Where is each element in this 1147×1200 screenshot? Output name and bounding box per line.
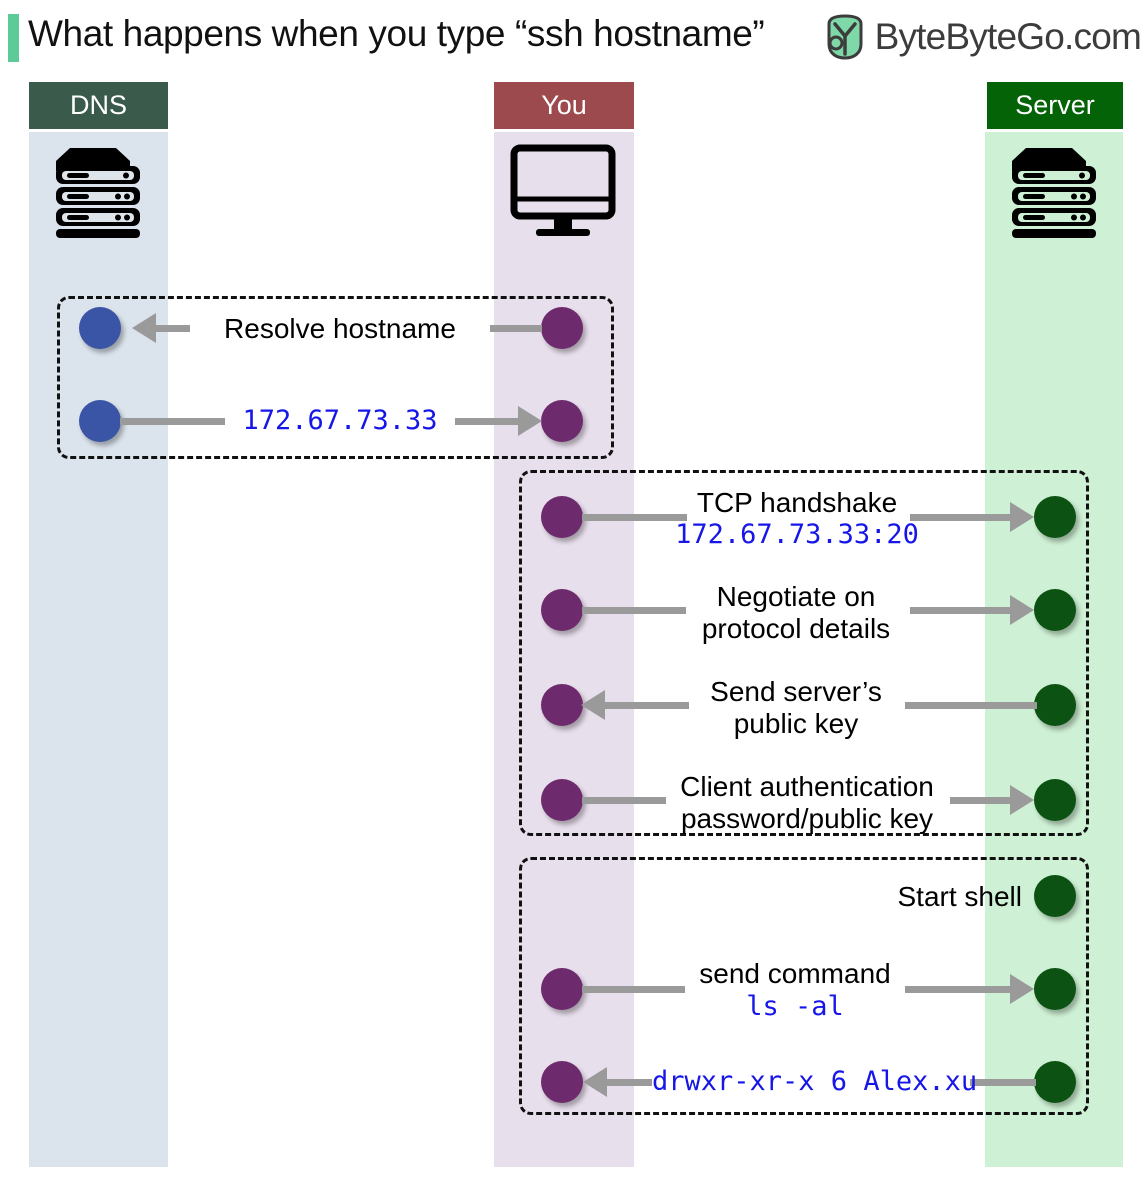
title-accent-bar	[8, 14, 19, 62]
connector-publickey-right	[905, 702, 1037, 709]
label-resolve-hostname: Resolve hostname	[190, 313, 490, 344]
server-rack-icon-server	[1004, 140, 1105, 245]
bytebytego-logo-icon	[827, 14, 863, 60]
connector-tcp-left	[582, 514, 687, 521]
connector-sendcommand-right	[905, 986, 1012, 993]
lane-header-dns: DNS	[29, 82, 168, 129]
dot-server-startshell	[1034, 875, 1076, 917]
dot-server-clientauth	[1034, 779, 1076, 821]
dot-you-tcp	[541, 496, 583, 538]
shell-session-group	[519, 857, 1089, 1115]
connector-negotiate-left	[582, 607, 686, 614]
dot-you-resolve	[541, 307, 583, 349]
arrowhead-right-sendcommand	[1010, 974, 1034, 1004]
dot-server-sendcommand	[1034, 968, 1076, 1010]
dot-you-publickey	[541, 684, 583, 726]
server-rack-icon-dns	[48, 140, 149, 245]
connector-output-right	[970, 1079, 1036, 1086]
label-command-output: drwxr-xr-x 6 Alex.xu	[652, 1066, 978, 1097]
dot-you-answer	[541, 400, 583, 442]
arrowhead-right-clientauth	[1010, 785, 1034, 815]
label-send-command-mono: ls -al	[746, 991, 844, 1022]
lane-header-server: Server	[987, 82, 1123, 129]
ssh-connection-group	[519, 470, 1089, 836]
label-start-shell: Start shell	[897, 881, 1023, 912]
dot-dns-answer	[79, 400, 121, 442]
label-negotiate-line2: protocol details	[701, 613, 891, 644]
dot-server-publickey	[1034, 684, 1076, 726]
arrowhead-left-resolve	[132, 313, 156, 343]
connector-output-left	[607, 1079, 652, 1086]
dot-you-output	[541, 1061, 583, 1103]
label-send-command: send command	[699, 958, 891, 989]
dot-you-sendcommand	[541, 968, 583, 1010]
label-tcp-handshake: TCP handshake	[696, 487, 898, 518]
label-dns-answer-ip: 172.67.73.33	[225, 405, 455, 436]
label-clientauth-line1: Client authentication	[680, 771, 934, 802]
page-title: What happens when you type “ssh hostname…	[28, 13, 765, 54]
dot-server-tcp	[1034, 496, 1076, 538]
dot-you-negotiate	[541, 589, 583, 631]
label-tcp-address: 172.67.73.33:20	[675, 519, 919, 550]
connector-negotiate-right	[910, 607, 1012, 614]
connector-clientauth-left	[582, 797, 666, 804]
connector-publickey-left	[605, 702, 689, 709]
arrowhead-right-dns-answer	[518, 406, 542, 436]
label-clientauth-line2: password/public key	[680, 803, 934, 834]
connector-clientauth-right	[950, 797, 1012, 804]
label-publickey-line2: public key	[733, 708, 859, 739]
arrowhead-right-negotiate	[1010, 595, 1034, 625]
dot-dns-resolve	[79, 307, 121, 349]
label-negotiate-line1: Negotiate on	[716, 581, 876, 612]
arrowhead-left-publickey	[581, 690, 605, 720]
brand-name: ByteByteGo.com	[874, 16, 1142, 57]
label-publickey-line1: Send server’s	[710, 676, 882, 707]
dot-server-output	[1034, 1061, 1076, 1103]
desktop-monitor-icon-you	[508, 142, 618, 247]
brand-logo: ByteByteGo.com	[825, 14, 1142, 60]
connector-sendcommand-left	[582, 986, 685, 993]
dot-server-negotiate	[1034, 589, 1076, 631]
lane-dns	[29, 132, 168, 1167]
arrowhead-left-output	[583, 1067, 607, 1097]
dot-you-clientauth	[541, 779, 583, 821]
lane-header-you: You	[494, 82, 634, 129]
connector-tcp-right	[910, 514, 1012, 521]
arrowhead-right-tcp	[1010, 502, 1034, 532]
dns-resolution-group	[57, 296, 614, 459]
